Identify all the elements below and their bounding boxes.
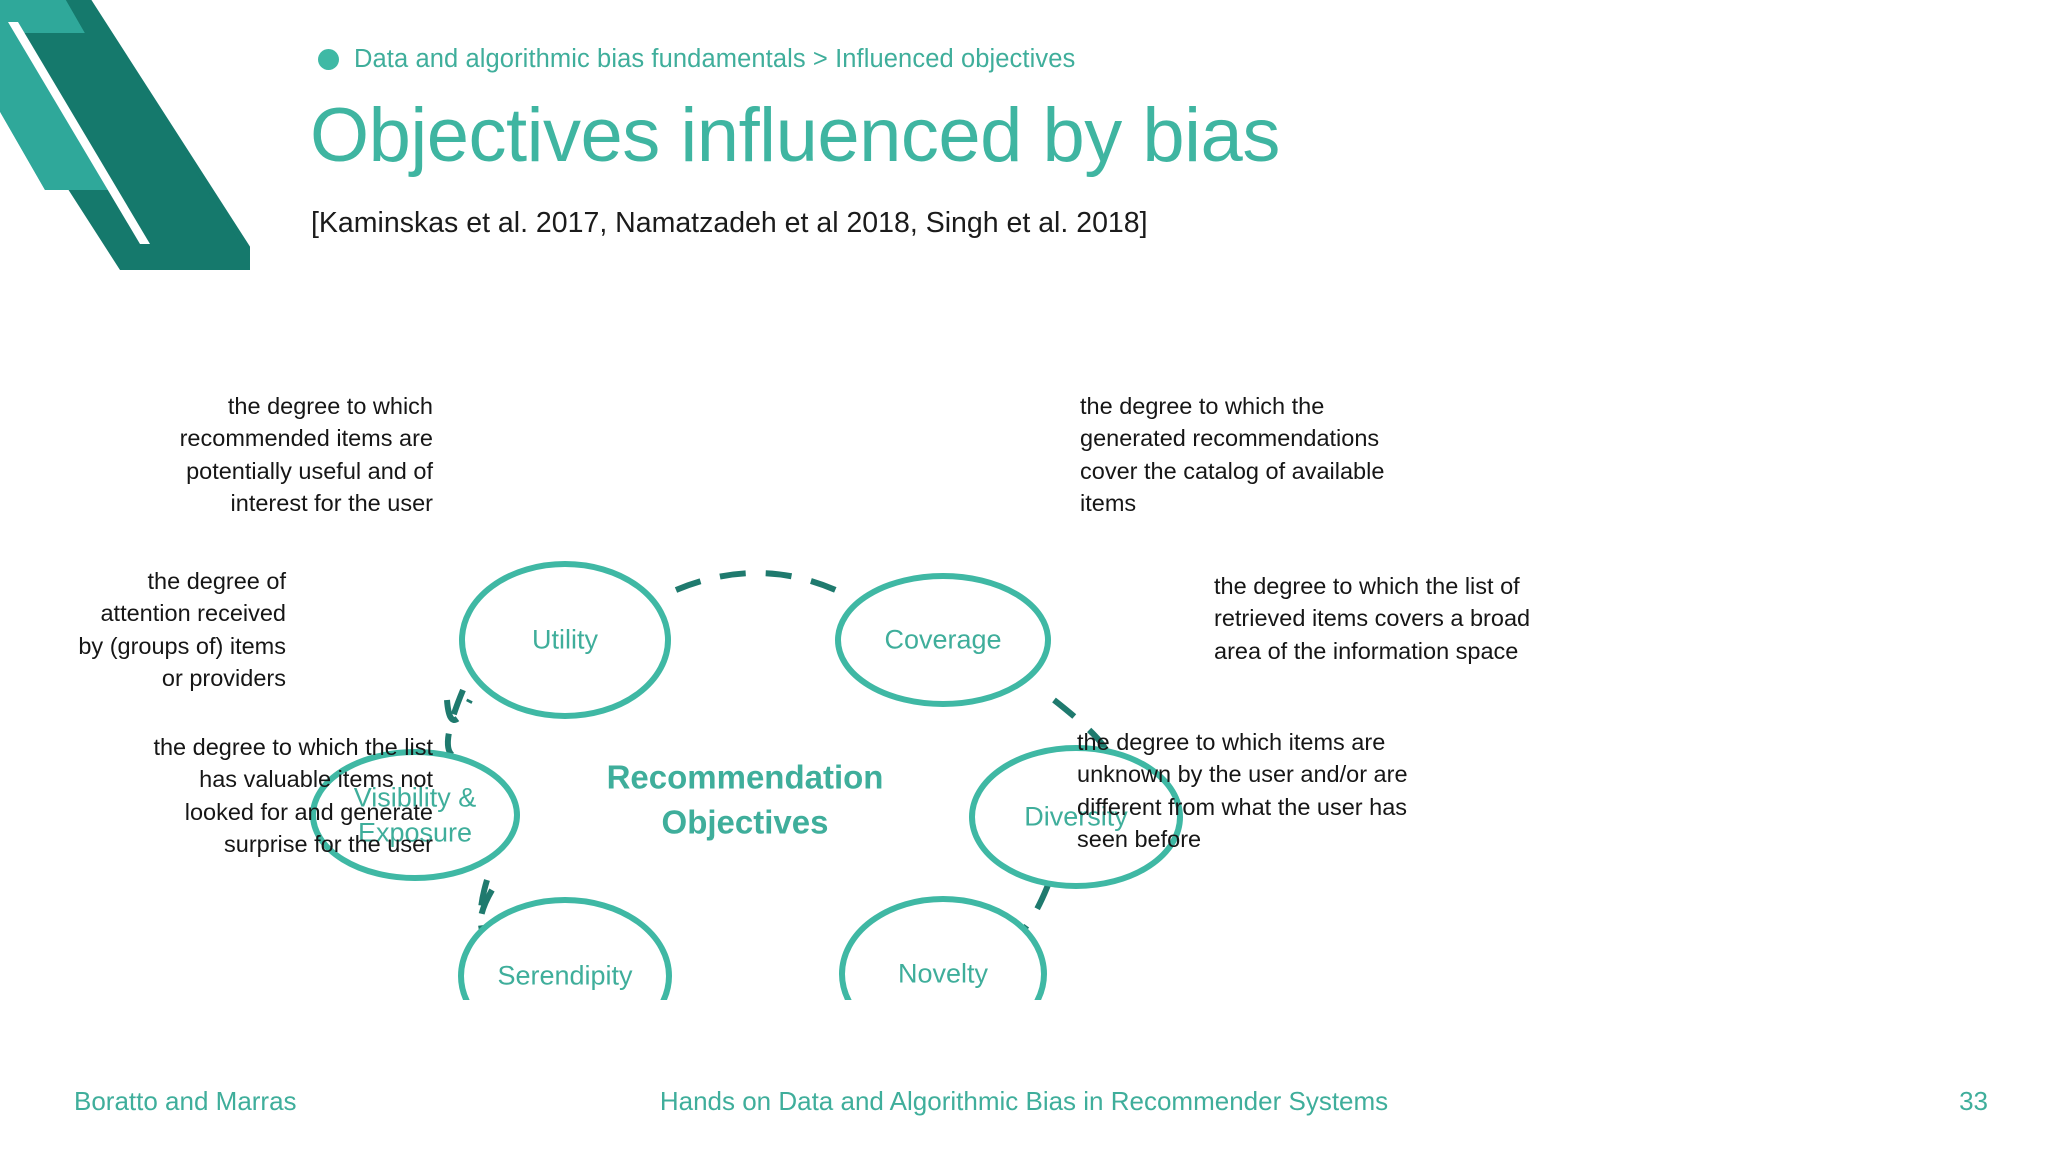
note-coverage: the degree to which the generated recomm… bbox=[1080, 393, 1385, 517]
diagram-center-label: Recommendation Objectives bbox=[606, 758, 884, 840]
breadcrumb-text: Data and algorithmic bias fundamentals >… bbox=[354, 45, 1076, 73]
note-diversity: the degree to which the list of retrieve… bbox=[1214, 573, 1531, 664]
slide-footer: Boratto and Marras Hands on Data and Alg… bbox=[0, 1066, 2048, 1152]
ellipse-serendipity bbox=[458, 897, 672, 1000]
footer-page-number: 33 bbox=[1959, 1086, 1988, 1116]
ellipse-visibility bbox=[310, 749, 520, 881]
note-novelty: the degree to which items are unknown by… bbox=[1077, 729, 1408, 853]
citation-references: [Kaminskas et al. 2017, Namatzadeh et al… bbox=[311, 207, 1148, 239]
page-title: Objectives influenced by bias bbox=[310, 93, 1280, 178]
note-utility: the degree to which recommended items ar… bbox=[179, 393, 433, 517]
footer-talk-title: Hands on Data and Algorithmic Bias in Re… bbox=[659, 1086, 1389, 1116]
objectives-ring-graphic bbox=[310, 561, 1183, 1000]
ellipse-utility bbox=[459, 561, 671, 719]
footer-authors: Boratto and Marras bbox=[74, 1086, 297, 1116]
parallelogram-ribbon-logo bbox=[0, 0, 250, 270]
ellipse-diversity bbox=[969, 745, 1183, 889]
ellipse-coverage bbox=[835, 573, 1051, 707]
objective-ellipses bbox=[310, 561, 1183, 1000]
breadcrumb: Data and algorithmic bias fundamentals >… bbox=[318, 45, 1075, 74]
ellipse-novelty bbox=[839, 896, 1047, 1000]
note-visibility-exposure: the degree of attention received by (gro… bbox=[78, 568, 286, 692]
note-serendipity: the degree to which the list has valuabl… bbox=[153, 734, 433, 858]
bullet-dot-icon bbox=[318, 49, 339, 70]
